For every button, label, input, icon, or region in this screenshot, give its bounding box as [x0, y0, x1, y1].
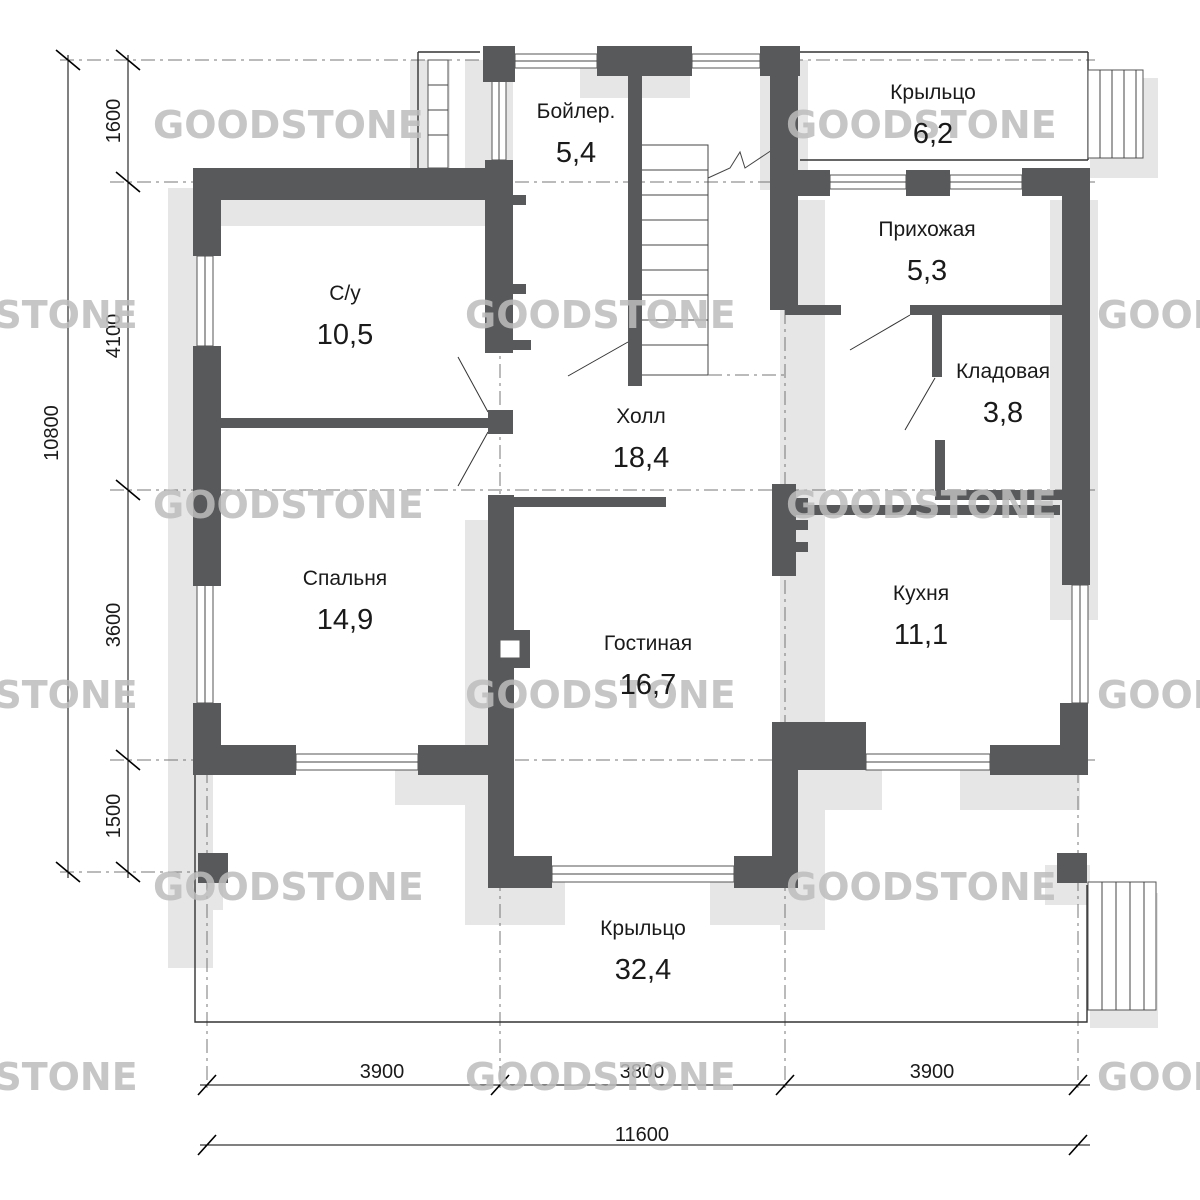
dim-vertical-total: 10800: [41, 405, 63, 461]
dim-vertical-3: 3600: [103, 603, 125, 648]
watermark-9: GOODSTONE: [1097, 673, 1200, 717]
steps-bottom-right: [1087, 881, 1157, 1011]
walls: [193, 46, 1090, 888]
room-area: 18,4: [613, 442, 669, 474]
watermark-2: GOODSTONE: [786, 103, 1057, 147]
room-name: Гостиная: [604, 632, 692, 655]
watermark-4: GOODSTONE: [1097, 293, 1200, 337]
room-area: 14,9: [317, 604, 373, 636]
dim-vertical-4: 1500: [103, 794, 125, 839]
room-bathroom: С/у 10,5: [317, 282, 373, 351]
vertical-dimensions: 10800 1600 4100 3600 1500: [41, 49, 141, 883]
steps-top-left: [427, 59, 449, 169]
room-name: Кухня: [893, 582, 949, 605]
windows: [196, 53, 1089, 883]
watermark-13: GOODSTONE: [465, 1055, 736, 1099]
room-pantry: Кладовая 3,8: [956, 360, 1050, 429]
room-name: Холл: [616, 405, 666, 428]
watermark-15: GOODSTONE: [0, 1055, 138, 1099]
room-name: Крыльцо: [890, 81, 976, 104]
room-area: 3,8: [983, 397, 1023, 429]
room-bedroom: Спальня 14,9: [303, 567, 387, 636]
room-name: Спальня: [303, 567, 387, 590]
room-porch-bottom: Крыльцо 32,4: [600, 917, 686, 986]
watermark-11: GOODSTONE: [153, 865, 424, 909]
room-area: 11,1: [894, 619, 948, 651]
room-living: Гостиная 16,7: [604, 632, 692, 701]
room-name: Кладовая: [956, 360, 1050, 383]
dim-horizontal-2: 3800: [620, 1061, 665, 1083]
room-area: 32,4: [615, 954, 671, 986]
dim-vertical-1: 1600: [103, 99, 125, 144]
watermark-3: GOODSTONE: [465, 293, 736, 337]
watermark-14: GOODSTONE: [1097, 1055, 1200, 1099]
dim-horizontal-3: 3900: [910, 1061, 955, 1083]
watermark-6: GOODSTONE: [153, 483, 424, 527]
dim-vertical-2: 4100: [103, 314, 125, 359]
watermark-12: GOODSTONE: [786, 865, 1057, 909]
doors: [457, 314, 936, 487]
watermark-7: GOODSTONE: [786, 483, 1057, 527]
dim-horizontal-1: 3900: [360, 1061, 405, 1083]
room-name: Прихожая: [878, 218, 975, 241]
room-porch-top: Крыльцо 6,2: [890, 81, 976, 150]
watermark-1: GOODSTONE: [153, 103, 424, 147]
room-labels: Бойлер. 5,4 Крыльцо 6,2 Прихожая 5,3 С/у…: [303, 81, 1050, 986]
watermark-8: GOODSTONE: [465, 673, 736, 717]
room-area: 10,5: [317, 319, 373, 351]
dim-horizontal-total: 11600: [615, 1124, 669, 1146]
room-name: С/у: [329, 282, 361, 305]
room-area: 5,4: [556, 137, 596, 169]
watermarks: GOODSTONE GOODSTONE GOODSTONE GOODSTONE …: [0, 103, 1200, 1099]
room-area: 5,3: [907, 255, 947, 287]
room-hall: Холл 18,4: [613, 405, 669, 474]
room-hallway: Прихожая 5,3: [878, 218, 975, 287]
watermark-10: GOODSTONE: [0, 673, 138, 717]
room-boiler: Бойлер. 5,4: [537, 100, 616, 169]
room-area: 6,2: [913, 118, 953, 150]
room-name: Крыльцо: [600, 917, 686, 940]
room-kitchen: Кухня 11,1: [893, 582, 949, 651]
porch-outlines: [194, 51, 1157, 1023]
room-area: 16,7: [620, 669, 676, 701]
horizontal-dimensions: 3900 3800 3900 11600: [197, 1061, 1090, 1156]
steps-top-right: [1087, 69, 1144, 159]
room-name: Бойлер.: [537, 100, 616, 123]
watermark-5: GOODSTONE: [0, 293, 138, 337]
